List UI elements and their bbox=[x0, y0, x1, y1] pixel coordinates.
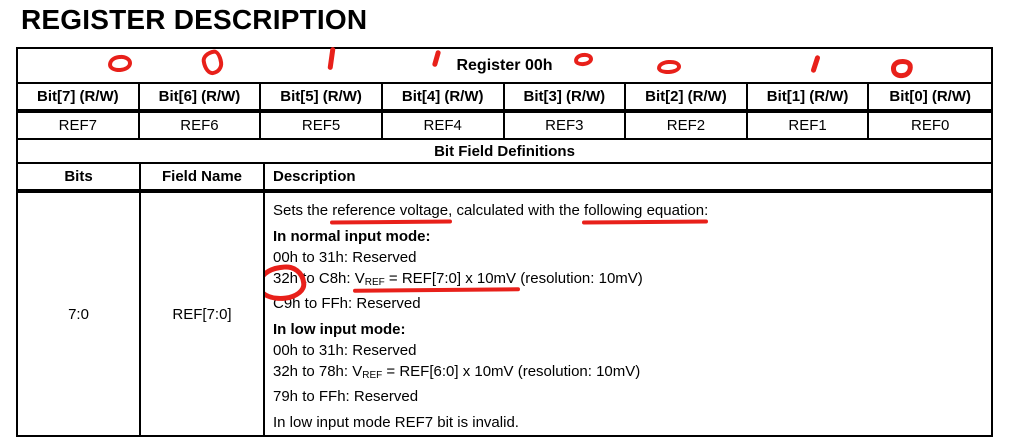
definitions-data-row: 7:0 REF[7:0] Sets the reference voltage,… bbox=[18, 193, 991, 435]
bit-name-2: REF2 bbox=[626, 113, 748, 138]
bit-name-1: REF1 bbox=[748, 113, 870, 138]
column-header-description: Description bbox=[273, 168, 356, 185]
bit-name-0: REF0 bbox=[911, 117, 950, 134]
normal-mode-heading: In normal input mode: bbox=[273, 228, 431, 245]
bits-value: 7:0 bbox=[18, 193, 141, 435]
bit-header-row: Bit[7] (R/W) Bit[6] (R/W) Bit[5] (R/W) B… bbox=[18, 84, 991, 113]
field-name-value: REF[7:0] bbox=[141, 193, 265, 435]
register-description-table: Register 00h Bit[7] (R/W) Bit[6] (R/W) B… bbox=[16, 47, 993, 437]
normal-mode-equation-line: 32h to C8h: VREF = REF[7:0] x 10mV (reso… bbox=[273, 270, 643, 288]
description-cell: Sets the reference voltage, calculated w… bbox=[265, 193, 991, 435]
bit-header-4: Bit[4] (R/W) bbox=[383, 84, 505, 109]
low-mode-line-3: 79h to FFh: Reserved bbox=[273, 388, 419, 405]
low-mode-heading: In low input mode: bbox=[273, 321, 406, 338]
register-title: Register 00h bbox=[456, 56, 553, 74]
red-underline-reference-voltage: reference voltage bbox=[332, 202, 449, 219]
bit-name-6: REF6 bbox=[140, 113, 262, 138]
red-underline-following-equation: following equation bbox=[584, 202, 705, 219]
bit-header-3: Bit[3] (R/W) bbox=[505, 84, 627, 109]
bit-name-7: REF7 bbox=[18, 113, 140, 138]
description-intro-line: Sets the reference voltage, calculated w… bbox=[273, 202, 709, 219]
bit-header-5: Bit[5] (R/W) bbox=[261, 84, 383, 109]
bit-name-4: REF4 bbox=[383, 113, 505, 138]
definitions-header-row: Bits Field Name Description bbox=[18, 164, 991, 193]
bit-header-1: Bit[1] (R/W) bbox=[748, 84, 870, 109]
normal-mode-line-3: C9h to FFh: Reserved bbox=[273, 295, 421, 312]
low-mode-equation-line: 32h to 78h: VREF = REF[6:0] x 10mV (reso… bbox=[273, 363, 641, 381]
bit-header-0: Bit[0] (R/W) bbox=[889, 88, 972, 105]
column-header-bits: Bits bbox=[18, 164, 141, 189]
column-header-field-name: Field Name bbox=[141, 164, 265, 189]
register-title-row: Register 00h bbox=[18, 49, 991, 84]
bit-name-row: REF7 REF6 REF5 REF4 REF3 REF2 REF1 REF0 bbox=[18, 113, 991, 140]
bit-name-3: REF3 bbox=[505, 113, 627, 138]
red-circle-32h: 32h bbox=[273, 270, 299, 287]
low-mode-line-1: 00h to 31h: Reserved bbox=[273, 342, 417, 359]
vref-subscript: REF bbox=[364, 277, 385, 288]
bit-header-2: Bit[2] (R/W) bbox=[626, 84, 748, 109]
bit-field-definitions-caption: Bit Field Definitions bbox=[18, 140, 991, 164]
low-mode-note: In low input mode REF7 bit is invalid. bbox=[273, 414, 519, 431]
bit-name-5: REF5 bbox=[261, 113, 383, 138]
normal-mode-line-1: 00h to 31h: Reserved bbox=[273, 249, 417, 266]
bit-header-6: Bit[6] (R/W) bbox=[140, 84, 262, 109]
vref-subscript: REF bbox=[362, 370, 383, 381]
bit-header-7: Bit[7] (R/W) bbox=[18, 84, 140, 109]
page-title: REGISTER DESCRIPTION bbox=[21, 4, 368, 35]
red-underline-vref-equation: VREF = REF[7:0] x 10mV bbox=[354, 270, 517, 288]
